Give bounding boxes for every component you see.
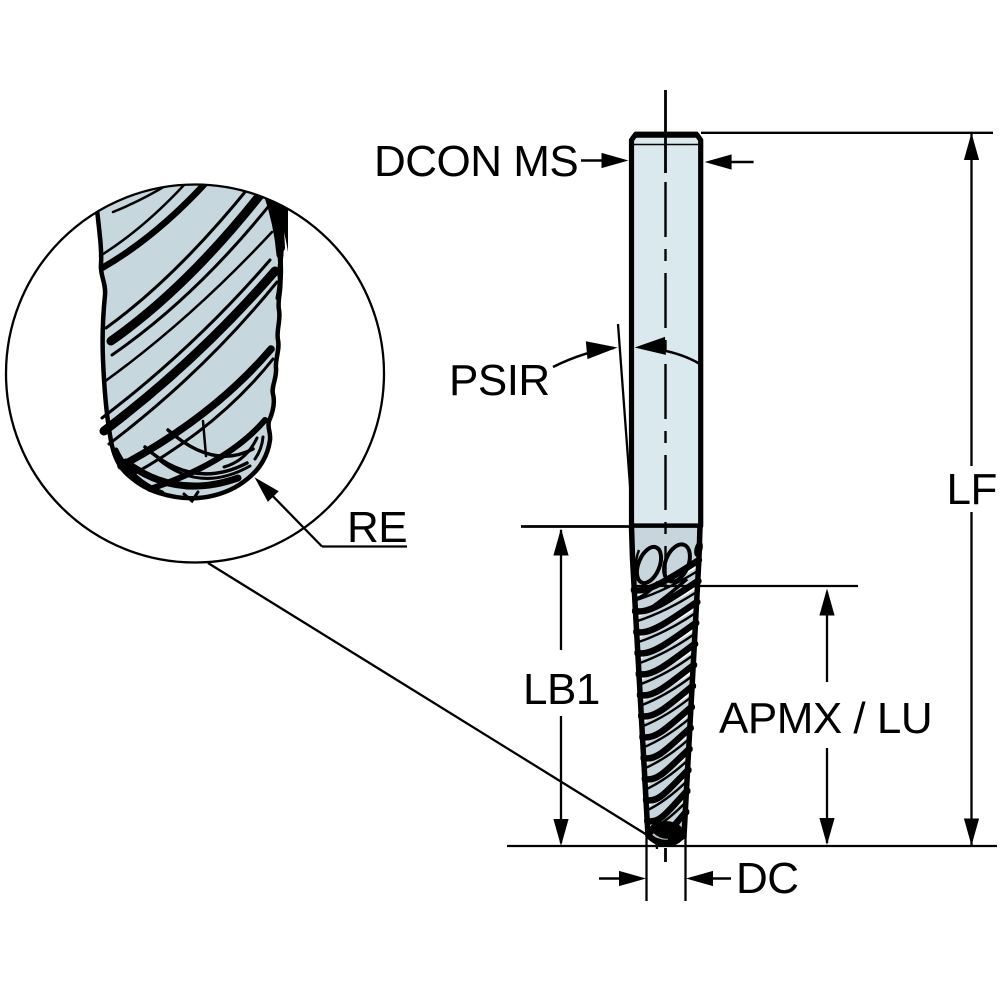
svg-text:DCON MS: DCON MS (374, 137, 578, 186)
svg-text:RE: RE (347, 503, 407, 552)
svg-text:DC: DC (736, 854, 799, 903)
svg-text:LB1: LB1 (523, 665, 600, 714)
svg-text:PSIR: PSIR (449, 356, 550, 405)
svg-text:LF: LF (947, 465, 997, 514)
svg-text:APMX / LU: APMX / LU (719, 694, 932, 743)
